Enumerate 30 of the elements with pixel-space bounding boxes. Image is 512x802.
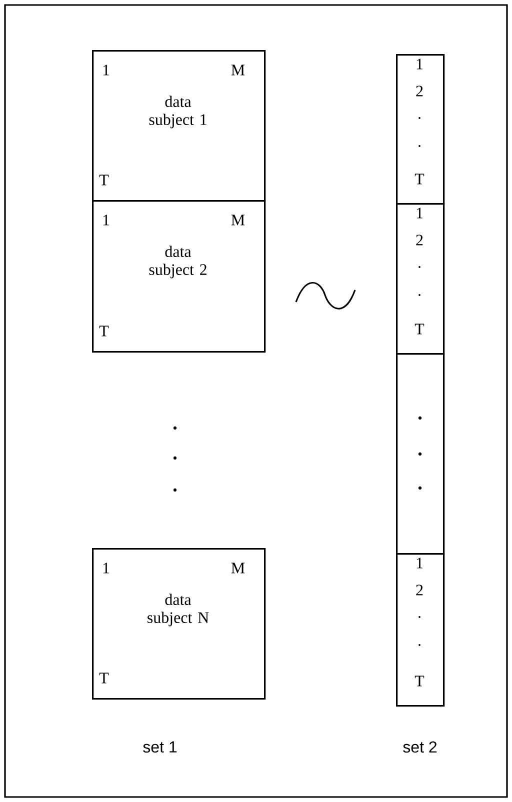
box-text: data subject N bbox=[148, 594, 209, 626]
index-label: . bbox=[418, 145, 420, 147]
index-label: . bbox=[418, 266, 420, 268]
index-label: M bbox=[231, 562, 245, 574]
index-label: 2 bbox=[416, 584, 423, 596]
index-label: . bbox=[418, 616, 420, 618]
index-label: 1 bbox=[103, 562, 110, 574]
index-label: . bbox=[418, 117, 420, 119]
set-label: set 2 bbox=[403, 741, 437, 753]
box-text: data subject 2 bbox=[149, 246, 206, 278]
index-label: . bbox=[418, 294, 420, 296]
index-label: 1 bbox=[103, 64, 110, 76]
index-label: M bbox=[231, 64, 245, 76]
index-label: 1 bbox=[416, 58, 423, 70]
index-label: 1 bbox=[416, 558, 423, 568]
set-label: set 1 bbox=[143, 741, 177, 753]
box-text: data subject 1 bbox=[149, 96, 206, 128]
index-label: 2 bbox=[416, 234, 423, 246]
index-label: T bbox=[99, 672, 109, 684]
index-label: 1 bbox=[416, 208, 423, 218]
index-label: T bbox=[414, 676, 424, 686]
index-label: . bbox=[418, 644, 420, 646]
index-label: T bbox=[414, 324, 424, 334]
index-label: T bbox=[414, 174, 424, 184]
index-label: 2 bbox=[416, 86, 423, 96]
index-label: M bbox=[231, 214, 245, 226]
index-label: T bbox=[99, 174, 109, 186]
column-cell bbox=[396, 353, 445, 555]
index-label: T bbox=[99, 326, 109, 336]
index-label: 1 bbox=[103, 214, 110, 226]
